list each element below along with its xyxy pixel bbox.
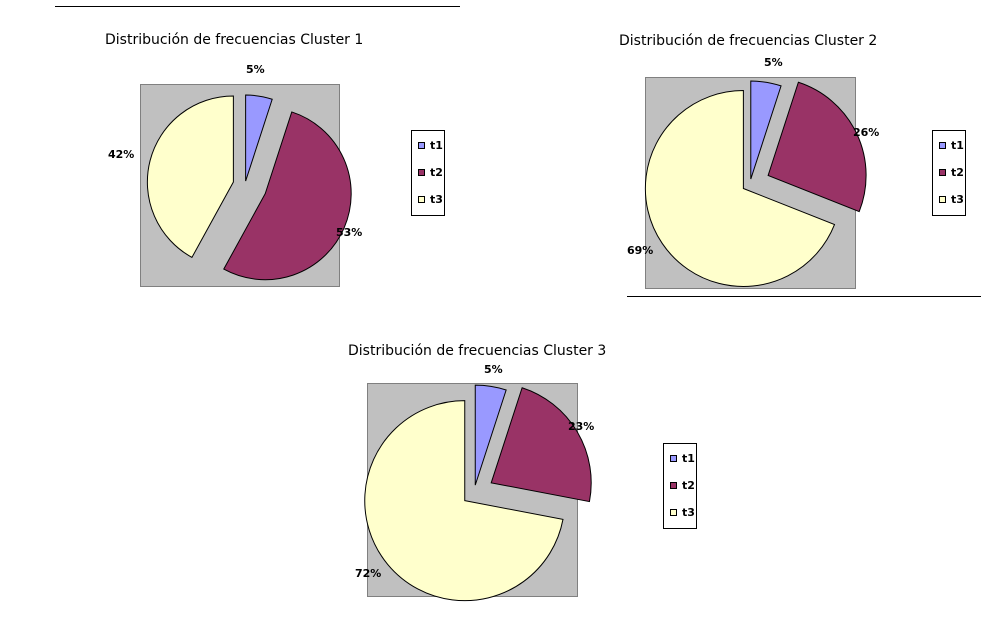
legend-swatch-t2: [670, 482, 677, 489]
chart-title: Distribución de frecuencias Cluster 3: [348, 343, 607, 359]
pie-slice-t1: [245, 94, 273, 182]
pie-chart-cluster-2: Distribución de frecuencias Cluster 2 5%…: [0, 0, 1001, 300]
slice-label-t2: 53%: [336, 226, 363, 239]
legend-label-t1: t1: [682, 452, 695, 465]
legend-label-t3: t3: [682, 506, 695, 519]
chart-title: Distribución de frecuencias Cluster 1: [105, 32, 364, 48]
pie-slice-t2: [767, 81, 867, 213]
legend-label-t3: t3: [951, 193, 964, 206]
pie-svg: [644, 80, 867, 287]
slice-label-t2: 26%: [853, 126, 880, 139]
legend: t1 t2 t3: [663, 443, 697, 529]
pie-slice-t1: [750, 80, 782, 180]
pie-chart-cluster-1: Distribución de frecuencias Cluster 1 5%…: [0, 0, 500, 300]
pie-slice-t3: [364, 400, 564, 602]
slice-label-t1: 5%: [246, 63, 265, 76]
slice-label-t3: 69%: [627, 244, 654, 257]
slice-label-t2: 23%: [568, 420, 595, 433]
legend-label-t1: t1: [430, 139, 443, 152]
pie-slice-t2: [223, 111, 352, 281]
slice-label-t3: 72%: [355, 567, 382, 580]
legend-label-t2: t2: [951, 166, 964, 179]
slice-label-t1: 5%: [484, 363, 503, 376]
legend-swatch-t1: [418, 142, 425, 149]
legend-swatch-t1: [670, 455, 677, 462]
pie-slice-t1: [474, 384, 507, 486]
slice-label-t1: 5%: [764, 56, 783, 69]
top-rule: [55, 6, 460, 7]
legend-label-t3: t3: [430, 193, 443, 206]
pie-svg: [146, 94, 352, 281]
legend: t1 t2 t3: [411, 130, 445, 216]
pie-slice-t3: [146, 95, 234, 259]
legend-swatch-t2: [939, 169, 946, 176]
legend-label-t2: t2: [430, 166, 443, 179]
legend: t1 t2 t3: [932, 130, 966, 216]
legend-swatch-t3: [418, 196, 425, 203]
legend-swatch-t2: [418, 169, 425, 176]
pie-slice-t2: [490, 387, 592, 503]
pie-slice-t3: [644, 89, 836, 287]
chart-title: Distribución de frecuencias Cluster 2: [619, 33, 878, 49]
legend-swatch-t3: [670, 509, 677, 516]
legend-swatch-t3: [939, 196, 946, 203]
legend-swatch-t1: [939, 142, 946, 149]
legend-label-t2: t2: [682, 479, 695, 492]
mid-rule: [627, 296, 981, 297]
legend-label-t1: t1: [951, 139, 964, 152]
slice-label-t3: 42%: [108, 148, 135, 161]
